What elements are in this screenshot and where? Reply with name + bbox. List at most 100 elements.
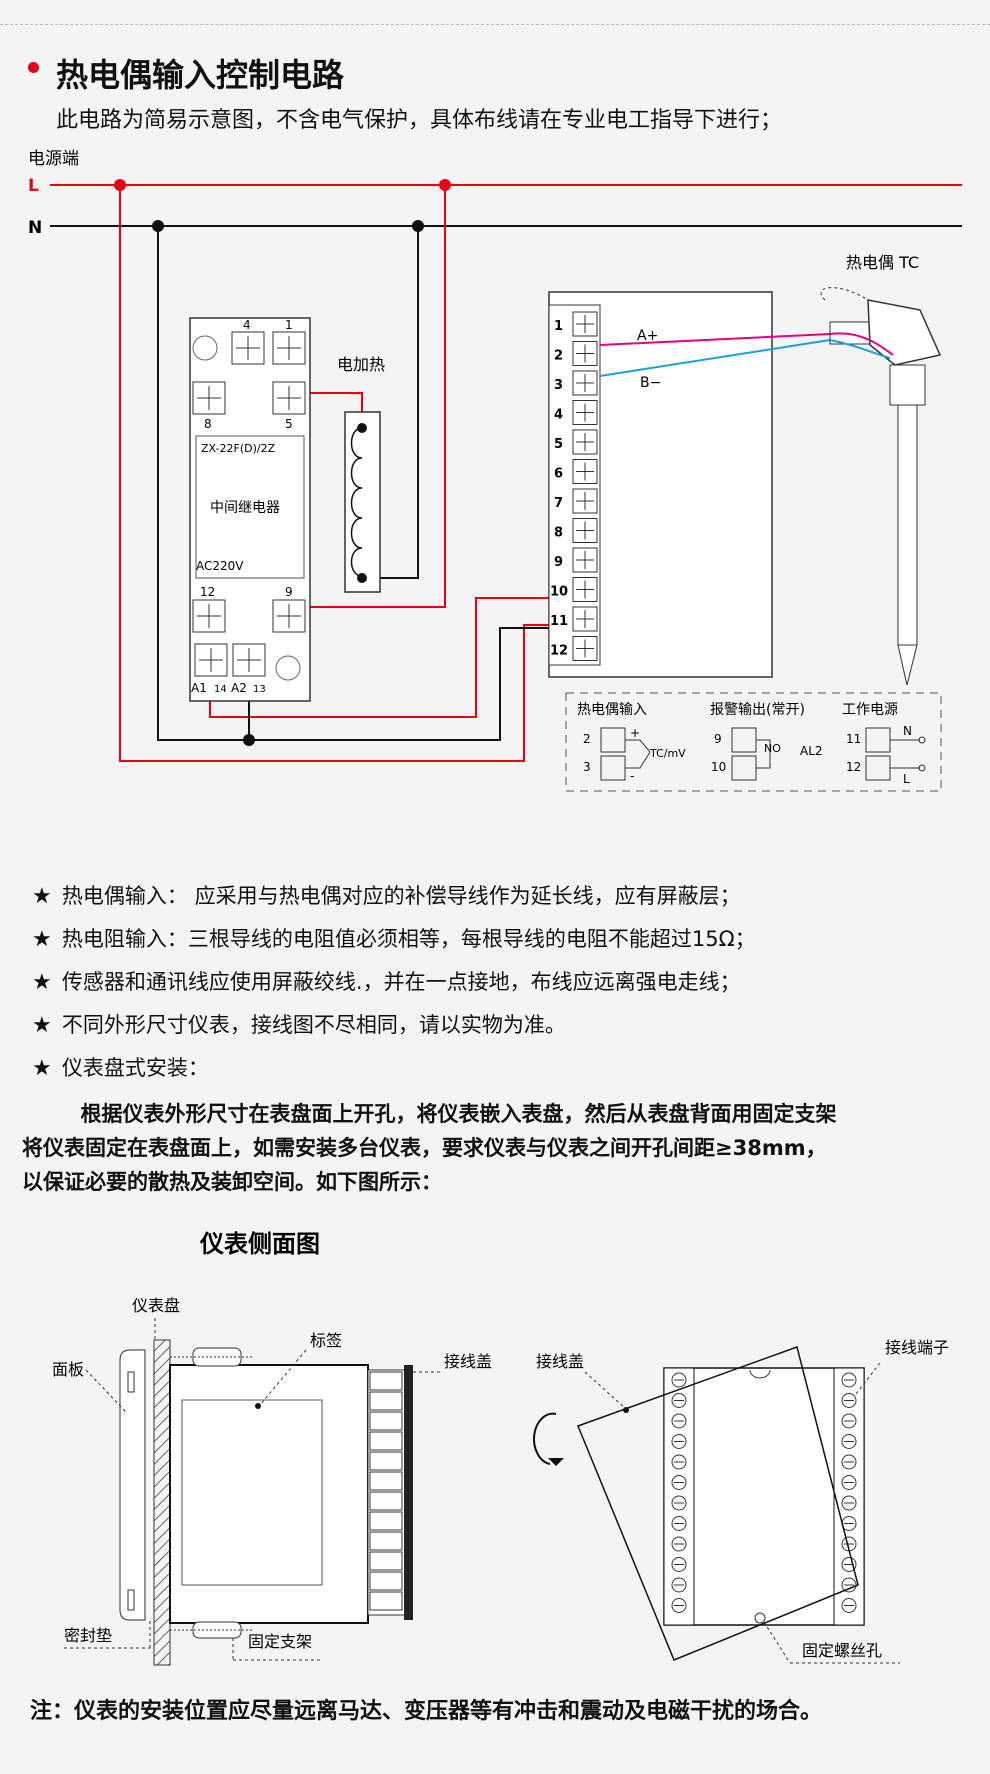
back-terminal-screw bbox=[841, 1372, 857, 1388]
side-terminal bbox=[369, 1531, 403, 1551]
svg-text:NO: NO bbox=[764, 742, 781, 755]
legend-alarm: 报警输出(常开) bbox=[710, 702, 805, 718]
svg-text:仪表盘: 仪表盘 bbox=[132, 1296, 180, 1315]
bullet-dot bbox=[28, 62, 39, 73]
note-item: ★ 热电偶输入： 应采用与热电偶对应的补偿导线作为延长线，应有屏蔽层； bbox=[32, 884, 741, 909]
back-terminal-screw bbox=[841, 1557, 857, 1572]
heater-label: 电加热 bbox=[337, 355, 385, 374]
svg-text:5: 5 bbox=[554, 437, 563, 452]
top-divider bbox=[0, 24, 990, 25]
line-l-label: L bbox=[28, 176, 39, 196]
note-item: ★ 不同外形尺寸仪表，接线图不尽相同，请以实物为准。 bbox=[32, 1013, 566, 1038]
back-view: 接线盖 接线端子 固定螺丝孔 bbox=[533, 1338, 949, 1664]
side-terminal bbox=[369, 1431, 403, 1451]
back-terminal-screw bbox=[671, 1495, 687, 1511]
svg-text:AL2: AL2 bbox=[800, 744, 823, 758]
svg-text:7: 7 bbox=[554, 496, 563, 511]
heater: 电加热 bbox=[337, 355, 385, 593]
back-terminal-screw bbox=[841, 1598, 857, 1613]
side-terminal bbox=[369, 1491, 403, 1511]
terminal-3: 3 bbox=[554, 370, 598, 396]
relay-pin-5: 5 bbox=[285, 417, 293, 431]
back-terminal-screw bbox=[671, 1413, 687, 1429]
relay-model: ZX-22F(D)/2Z bbox=[201, 442, 276, 455]
svg-text:L: L bbox=[903, 772, 910, 786]
svg-text:6: 6 bbox=[554, 467, 563, 482]
back-terminal-screw bbox=[671, 1577, 687, 1593]
svg-text:4: 4 bbox=[554, 408, 563, 423]
tc-wire-negative bbox=[599, 339, 831, 377]
svg-text:N: N bbox=[903, 724, 912, 738]
terminal-9: 9 bbox=[554, 547, 598, 573]
relay-pin-9: 9 bbox=[285, 585, 293, 599]
note-item: ★ 传感器和通讯线应使用屏蔽绞线.，并在一点接地，布线应远离强电走线； bbox=[32, 970, 741, 995]
svg-text:2: 2 bbox=[554, 349, 563, 364]
terminal-5: 5 bbox=[554, 429, 598, 455]
wire-a-label: A+ bbox=[637, 328, 658, 344]
relay-name: 中间继电器 bbox=[210, 500, 280, 516]
terminal-2: 2 bbox=[554, 341, 598, 366]
svg-text:8: 8 bbox=[554, 526, 563, 541]
back-terminal-screw bbox=[671, 1516, 687, 1531]
side-terminal bbox=[369, 1551, 403, 1571]
back-terminal-screw bbox=[671, 1434, 687, 1449]
relay-pin-14: 14 bbox=[214, 684, 227, 695]
note-item: ★ 仪表盘式安装： bbox=[32, 1056, 209, 1081]
svg-text:-: - bbox=[630, 769, 634, 783]
power-end-label: 电源端 bbox=[28, 149, 79, 169]
install-line-3: 以保证必要的散热及装卸空间。如下图所示： bbox=[22, 1170, 442, 1194]
side-terminal bbox=[369, 1391, 403, 1411]
terminal-8: 8 bbox=[554, 518, 598, 543]
svg-text:固定螺丝孔: 固定螺丝孔 bbox=[802, 1641, 882, 1660]
footer-note: 注：仪表的安装位置应尽量远离马达、变压器等有冲击和震动及电磁干扰的场合。 bbox=[30, 1699, 823, 1724]
back-terminal-screw bbox=[841, 1577, 857, 1593]
terminal-7: 7 bbox=[554, 488, 598, 514]
relay-voltage: AC220V bbox=[196, 559, 244, 573]
back-terminal-screw bbox=[841, 1434, 857, 1449]
svg-text:9: 9 bbox=[554, 555, 563, 570]
page-title: 热电偶输入控制电路 bbox=[56, 56, 345, 94]
back-terminal-screw bbox=[841, 1475, 857, 1490]
side-view: 仪表盘 面板 标签 接线盖 密封垫 固定支架 bbox=[52, 1296, 492, 1666]
svg-text:接线盖: 接线盖 bbox=[444, 1352, 492, 1371]
svg-text:3: 3 bbox=[583, 760, 591, 774]
terminal-6: 6 bbox=[554, 459, 598, 484]
install-line-1: 根据仪表外形尺寸在表盘面上开孔，将仪表嵌入表盘，然后从表盘背面用固定支架 bbox=[22, 1102, 837, 1126]
back-terminal-screw bbox=[841, 1393, 857, 1408]
install-line-2: 将仪表固定在表盘面上，如需安装多台仪表，要求仪表与仪表之间开孔间距≥38mm， bbox=[22, 1136, 827, 1160]
tc-label: 热电偶 TC bbox=[846, 253, 919, 272]
svg-text:3: 3 bbox=[554, 378, 563, 393]
svg-text:2: 2 bbox=[583, 732, 591, 746]
wire-b-label: B− bbox=[640, 375, 661, 391]
line-n-label: N bbox=[28, 218, 42, 238]
terminal-12: 12 bbox=[550, 636, 598, 661]
svg-text:标签: 标签 bbox=[310, 1331, 342, 1350]
relay-pin-8: 8 bbox=[204, 417, 212, 431]
svg-text:1: 1 bbox=[554, 319, 563, 334]
relay-pin-1: 1 bbox=[285, 318, 293, 332]
wiring-diagram: 电源端 L N 4 1 8 5 ZX-22F(D)/2 bbox=[28, 149, 962, 792]
svg-text:接线盖: 接线盖 bbox=[536, 1352, 584, 1371]
relay-pin-a2: A2 bbox=[231, 681, 247, 695]
terminal-11: 11 bbox=[550, 606, 598, 632]
side-view-title: 仪表侧面图 bbox=[199, 1230, 320, 1258]
relay-pin-4: 4 bbox=[243, 318, 251, 332]
relay-pin-a1: A1 bbox=[191, 681, 207, 695]
note-item: ★ 热电阻输入：三根导线的电阻值必须相等，每根导线的电阻不能超过15Ω； bbox=[32, 927, 756, 952]
svg-text:+: + bbox=[630, 726, 640, 740]
svg-text:9: 9 bbox=[714, 732, 722, 746]
legend-tc-unit: TC/mV bbox=[649, 747, 686, 760]
side-terminal bbox=[369, 1371, 403, 1391]
side-terminal bbox=[369, 1411, 403, 1431]
page-subtitle: 此电路为简易示意图，不含电气保护，具体布线请在专业电工指导下进行； bbox=[56, 108, 783, 133]
svg-text:固定支架: 固定支架 bbox=[248, 1632, 312, 1651]
svg-text:12: 12 bbox=[550, 644, 568, 659]
svg-text:11: 11 bbox=[550, 614, 568, 629]
install-diagrams: 仪表侧面图 仪表盘 面板 标签 接线盖 密封垫 固定支架 bbox=[52, 1230, 949, 1666]
relay-pin-12: 12 bbox=[200, 585, 215, 599]
thermocouple-probe: 热电偶 TC bbox=[820, 253, 942, 686]
side-terminal bbox=[369, 1591, 403, 1611]
back-terminal-screw bbox=[671, 1454, 687, 1470]
side-terminal bbox=[369, 1571, 403, 1591]
